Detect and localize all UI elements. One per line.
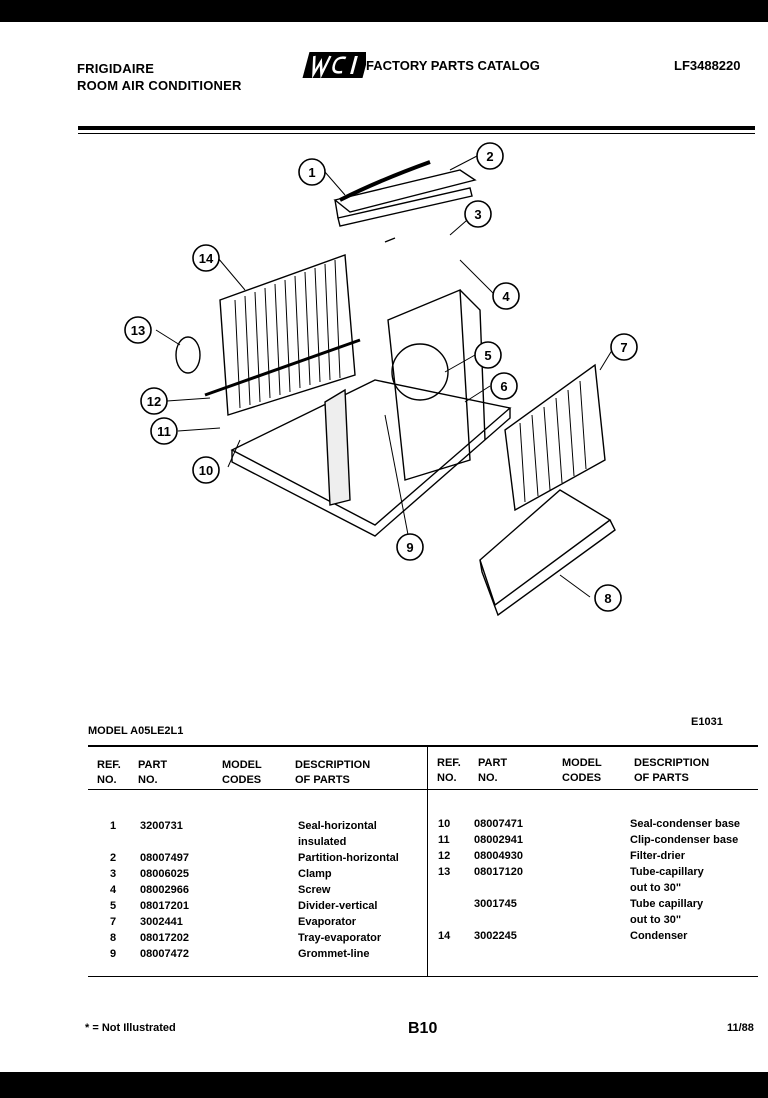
callout-3: 3 xyxy=(474,207,481,222)
table-top-rule xyxy=(88,745,758,747)
bottom-scan-border xyxy=(0,1072,768,1098)
table-cell-desc: Tray-evaporator xyxy=(298,932,382,944)
table-cell-desc: insulated xyxy=(298,836,347,848)
product-type: ROOM AIR CONDITIONER xyxy=(77,78,242,93)
part-condenser-coil-drawing xyxy=(175,254,361,416)
table-cell-part: 3200731 xyxy=(140,820,183,832)
brand-name: FRIGIDAIRE xyxy=(77,61,155,76)
catalog-title: FACTORY PARTS CATALOG xyxy=(366,58,540,73)
callout-7: 7 xyxy=(620,340,627,355)
table-cell-ref: 9 xyxy=(110,948,117,960)
table-cell-part: 08007471 xyxy=(474,818,523,830)
catalog-model-number: LF3488220 xyxy=(674,58,741,73)
callout-5: 5 xyxy=(484,348,491,363)
callout-14: 14 xyxy=(199,251,214,266)
callout-9: 9 xyxy=(406,540,413,555)
table-cell-desc: Seal-horizontal xyxy=(298,820,377,832)
table-cell-part: 3002441 xyxy=(140,916,183,928)
table-cell-ref: 10 xyxy=(438,818,451,830)
table-cell-ref: 4 xyxy=(110,884,117,896)
table-cell-ref: 3 xyxy=(110,868,117,880)
part-seal-partition-drawing xyxy=(333,160,477,243)
table-cell-part: 08006025 xyxy=(140,868,189,880)
header-rule xyxy=(78,126,755,130)
part-evaporator-drawing xyxy=(504,363,606,512)
exploded-parts-diagram: 1 2 3 4 5 6 7 8 9 10 11 12 13 14 xyxy=(124,142,638,617)
table-cell-desc: Tube capillary xyxy=(630,898,704,910)
callout-8: 8 xyxy=(604,591,611,606)
diagram-code: E1031 xyxy=(691,716,723,728)
table-cell-desc: Partition-horizontal xyxy=(298,852,399,864)
brand-block: FRIGIDAIRE ROOM AIR CONDITIONER xyxy=(77,60,242,94)
wci-logo xyxy=(302,50,370,85)
table-cell-desc: Seal-condenser base xyxy=(630,818,741,830)
header-description-right: DESCRIPTION OF PARTS xyxy=(634,757,710,784)
table-cell-ref: 8 xyxy=(110,932,117,944)
part-tray-drawing xyxy=(479,489,616,617)
table-cell-part: 08017202 xyxy=(140,932,189,944)
callout-11: 11 xyxy=(157,424,171,439)
table-cell-desc: Condenser xyxy=(630,930,688,942)
table-cell-part: 3001745 xyxy=(474,898,517,910)
callout-labels xyxy=(124,142,638,612)
table-cell-part: 08007472 xyxy=(140,948,189,960)
table-cell-desc: Grommet-line xyxy=(298,948,370,960)
table-cell-desc: out to 30" xyxy=(630,882,682,894)
footnote-not-illustrated: * = Not Illustrated xyxy=(85,1022,176,1034)
part-base-pan-drawing xyxy=(230,379,512,537)
table-cell-desc: Clamp xyxy=(298,868,332,880)
header-ref-no-right: REF. NO. xyxy=(437,757,461,784)
header-description: DESCRIPTION OF PARTS xyxy=(295,759,371,786)
table-cell-ref: 2 xyxy=(110,852,117,864)
header-ref-no: REF. NO. xyxy=(97,759,121,786)
callout-2: 2 xyxy=(486,149,493,164)
table-header-rule xyxy=(88,789,758,790)
table-cell-part: 3002245 xyxy=(474,930,517,942)
table-cell-desc: out to 30" xyxy=(630,914,682,926)
callout-4: 4 xyxy=(502,289,510,304)
table-cell-ref: 7 xyxy=(110,916,117,928)
table-cell-part: 08017120 xyxy=(474,866,523,878)
header-model-codes-right: MODEL CODES xyxy=(562,757,602,784)
table-cell-ref: 14 xyxy=(438,930,451,942)
table-cell-part: 08002966 xyxy=(140,884,189,896)
table-cell-ref: 5 xyxy=(110,900,117,912)
table-cell-part: 08017201 xyxy=(140,900,189,912)
table-cell-desc: Clip-condenser base xyxy=(630,834,739,846)
callout-13: 13 xyxy=(131,323,145,338)
callout-1: 1 xyxy=(308,165,315,180)
header-model-codes: MODEL CODES xyxy=(222,759,262,786)
table-cell-desc: Divider-vertical xyxy=(298,900,378,912)
page-number: B10 xyxy=(408,1020,438,1037)
callout-6: 6 xyxy=(500,379,507,394)
table-cell-desc: Filter-drier xyxy=(630,850,686,862)
catalog-date: 11/88 xyxy=(727,1022,754,1034)
callout-12: 12 xyxy=(147,394,161,409)
table-cell-part: 08002941 xyxy=(474,834,523,846)
callout-10: 10 xyxy=(199,463,213,478)
table-cell-part: 08007497 xyxy=(140,852,189,864)
table-cell-desc: Screw xyxy=(298,884,331,896)
table-cell-ref: 1 xyxy=(110,820,117,832)
table-cell-desc: Tube-capillary xyxy=(630,866,704,878)
top-scan-border xyxy=(0,0,768,22)
table-cell-ref: 13 xyxy=(438,866,451,878)
part-divider-drawing xyxy=(387,288,486,481)
table-cell-ref: 11 xyxy=(438,834,450,846)
table-cell-ref: 12 xyxy=(438,850,451,862)
table-cell-desc: Evaporator xyxy=(298,916,357,928)
table-cell-part: 08004930 xyxy=(474,850,523,862)
header-part-no-right: PART NO. xyxy=(478,757,508,784)
header-part-no: PART NO. xyxy=(138,759,168,786)
model-label: MODEL A05LE2L1 xyxy=(88,725,184,737)
table-bottom-rule xyxy=(88,976,758,977)
header-rule-thin xyxy=(78,133,755,134)
table-column-divider xyxy=(427,747,428,976)
